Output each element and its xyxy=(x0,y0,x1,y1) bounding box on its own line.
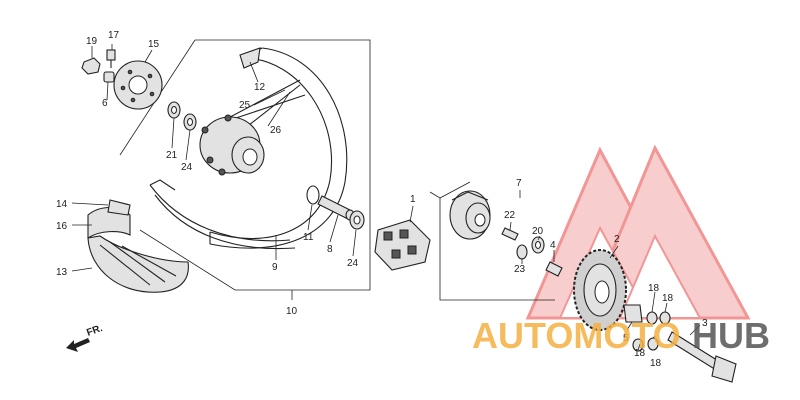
callout-3: 3 xyxy=(702,318,708,329)
callout-23: 23 xyxy=(514,264,526,275)
wheel-hub xyxy=(199,114,265,176)
callout-14: 14 xyxy=(56,199,68,210)
callout-2: 2 xyxy=(614,234,620,245)
bearing-right xyxy=(349,210,365,230)
front-direction-indicator: FR. xyxy=(66,323,104,352)
callout-5: 5 xyxy=(623,333,629,344)
oil-seal xyxy=(516,244,528,260)
distance-collar xyxy=(317,195,355,221)
callout-25: 25 xyxy=(239,100,251,111)
front-direction-label: FR. xyxy=(85,323,104,339)
flange-collar xyxy=(501,227,519,241)
axle-spacer xyxy=(623,304,643,323)
leader-lines xyxy=(71,44,701,351)
callout-11: 11 xyxy=(303,232,314,243)
callout-17: 17 xyxy=(108,30,120,41)
callout-labels: 19 17 15 6 12 25 26 21 24 14 16 13 11 8 … xyxy=(56,30,708,369)
callout-6a: 6 xyxy=(102,98,108,109)
callout-16: 16 xyxy=(56,221,68,232)
sprocket-flange xyxy=(449,190,491,240)
callout-20: 20 xyxy=(532,226,544,237)
callout-7: 7 xyxy=(516,178,522,189)
callout-26: 26 xyxy=(270,125,282,136)
callout-10: 10 xyxy=(286,306,298,317)
callout-24a: 24 xyxy=(181,162,193,173)
callout-1: 1 xyxy=(410,194,416,205)
callout-4: 4 xyxy=(550,240,556,251)
o-ring xyxy=(306,185,320,205)
callout-19: 19 xyxy=(86,36,98,47)
watermark-wordmark: AUTOMOTO HUB xyxy=(472,315,770,356)
callout-8: 8 xyxy=(327,244,333,255)
flange-bearing xyxy=(531,236,545,254)
wheel-rim xyxy=(149,47,348,250)
callout-15: 15 xyxy=(148,39,160,50)
chain-guard xyxy=(87,199,189,293)
driven-sprocket xyxy=(573,249,627,331)
watermark-logo-triangles xyxy=(525,144,751,320)
disc-bolt xyxy=(106,49,116,68)
brake-disc xyxy=(113,60,163,110)
callout-21: 21 xyxy=(166,150,178,161)
bearing-left xyxy=(167,101,181,119)
callout-13: 13 xyxy=(56,267,68,278)
callout-24b: 24 xyxy=(347,258,359,269)
callout-22: 22 xyxy=(504,210,516,221)
callout-18c: 18 xyxy=(634,348,646,359)
watermark-text-hub: HUB xyxy=(692,315,770,356)
spacer-collar xyxy=(103,71,115,83)
dust-seal-left xyxy=(183,113,197,131)
watermark-text-automoto: AUTOMOTO xyxy=(472,315,681,356)
hex-nut xyxy=(81,57,101,75)
callout-9: 9 xyxy=(272,262,278,273)
callout-18b: 18 xyxy=(662,293,674,304)
stud-bolt xyxy=(545,261,563,277)
callout-18d: 18 xyxy=(650,358,662,369)
callout-18a: 18 xyxy=(648,283,660,294)
damper-rubber xyxy=(374,219,431,271)
rear-axle-bolt xyxy=(667,331,737,383)
callout-12: 12 xyxy=(254,82,266,93)
